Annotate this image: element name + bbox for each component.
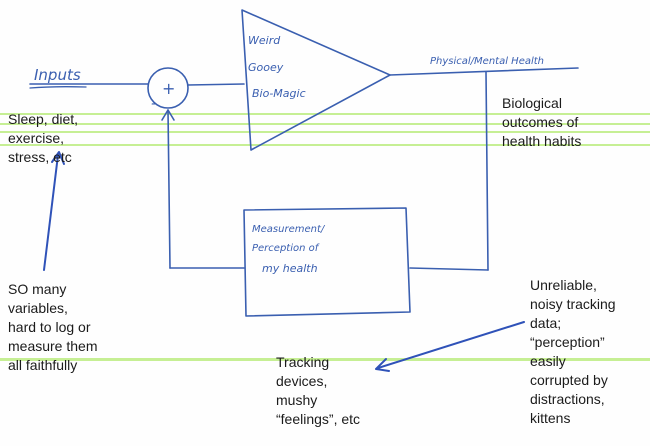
junction-to-amplifier-line: [187, 83, 245, 86]
summing-junction: [147, 67, 189, 109]
feedback-arrowhead: [161, 109, 175, 121]
inputs-underline: [29, 86, 87, 89]
feedback-right-line: [485, 71, 489, 271]
minus-sign: -: [151, 96, 156, 112]
output-line: [389, 67, 579, 76]
variables-arrow: [43, 154, 59, 271]
highlight-line: [0, 113, 650, 115]
highlight-lines: [0, 113, 650, 361]
measurement-label-line: my health: [262, 262, 318, 275]
output-label: Physical/Mental Health: [430, 56, 544, 67]
amplifier-label-line: Weird: [248, 34, 281, 47]
variables-arrowhead: [51, 151, 65, 165]
measurement-label-line: Measurement/: [252, 224, 326, 235]
highlight-line: [0, 358, 650, 361]
amplifier-triangle: [241, 9, 391, 151]
tracking-arrow: [377, 321, 525, 369]
plus-sign: +: [162, 79, 175, 98]
feedback-to-box-line: [409, 267, 489, 271]
amplifier-label-line: Bio-Magic: [252, 87, 306, 100]
variables-note: SO many variables, hard to log or measur…: [8, 281, 98, 373]
tracking-devices-note: Tracking devices, mushy “feelings”, etc: [276, 354, 361, 427]
feedback-up-line: [167, 109, 171, 269]
tracking-arrowhead: [375, 358, 390, 372]
highlight-line: [0, 123, 650, 125]
inputs-examples-note: Sleep, diet, exercise, stress, etc: [8, 111, 79, 165]
measurement-box: [243, 207, 411, 317]
amplifier-label-line: Gooey: [248, 61, 284, 74]
biological-outcomes-note: Biological outcomes of health habits: [502, 95, 582, 149]
measurement-label-line: Perception of: [252, 243, 320, 254]
inputs-label: Inputs: [34, 66, 81, 84]
unreliable-data-note: Unreliable, noisy tracking data; “percep…: [530, 277, 616, 426]
highlight-line: [0, 144, 650, 146]
highlight-line: [0, 131, 650, 133]
